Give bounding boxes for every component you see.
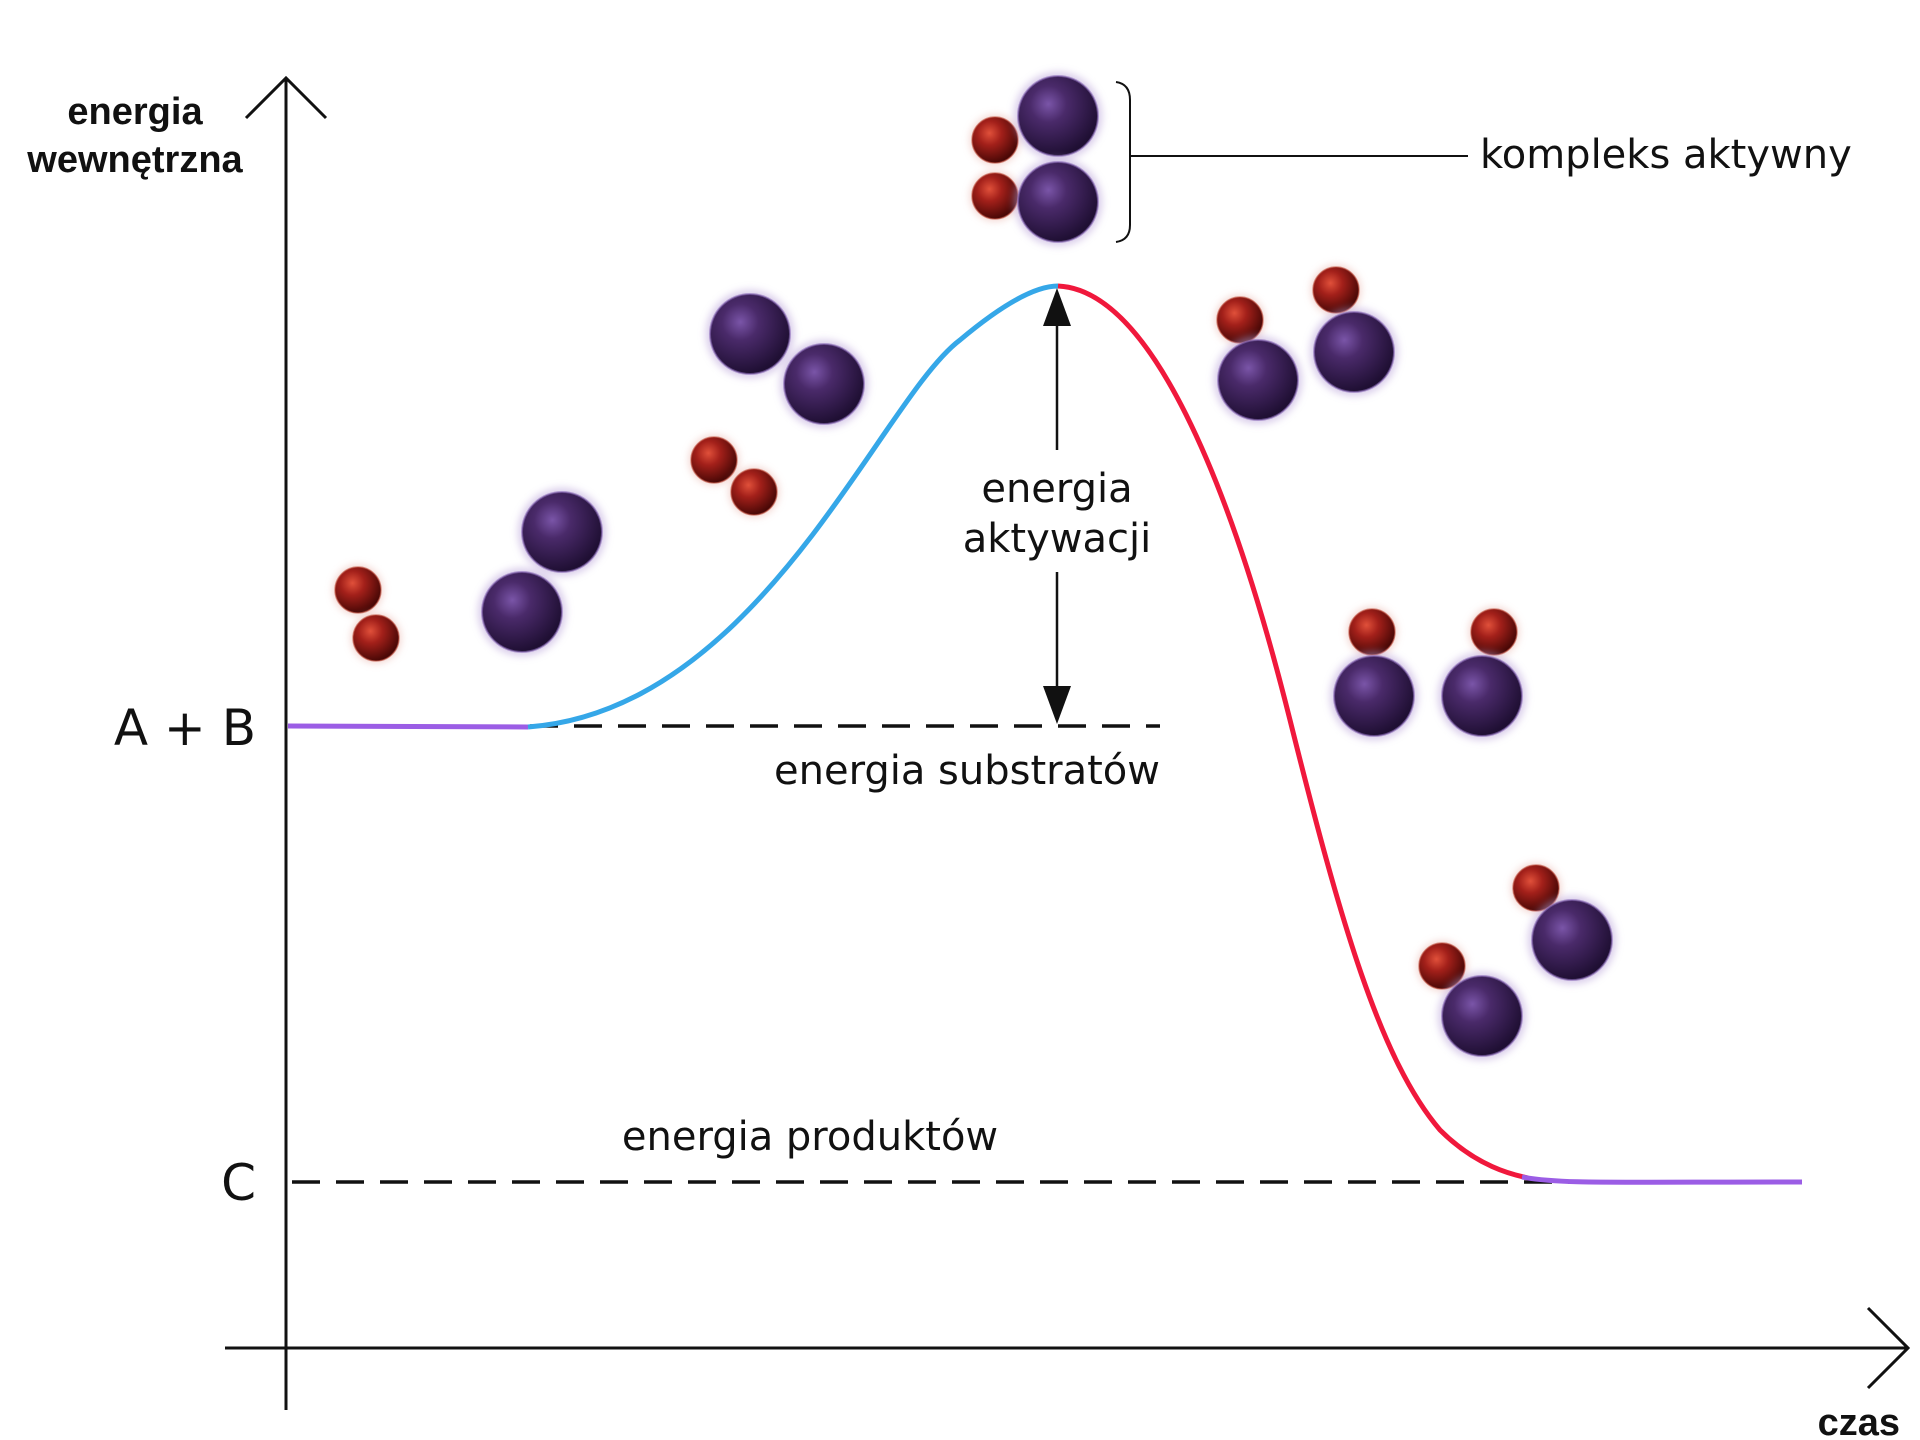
small-atom <box>689 435 739 485</box>
activation-energy-arrow <box>1043 288 1071 724</box>
substrates-energy-label: energia substratów <box>774 748 1160 794</box>
y-axis-label-line1: energia <box>67 91 203 133</box>
arrowhead-down <box>1043 686 1071 724</box>
y-axis-label-line2: wewnętrzna <box>26 139 243 181</box>
small-atom <box>1215 295 1265 345</box>
reactant-b2-molecule-2 <box>689 435 779 517</box>
active-complex-molecule <box>970 72 1102 246</box>
product-ab-molecule-6 <box>1417 941 1526 1060</box>
x-axis <box>225 1306 1911 1390</box>
y-axis <box>244 75 328 1410</box>
large-atom <box>1438 972 1526 1060</box>
product-ab-molecule-1 <box>1214 295 1302 424</box>
molecules-layer <box>333 72 1616 1060</box>
small-atom <box>1469 607 1519 657</box>
x-axis-arrowhead <box>1866 1306 1911 1390</box>
active-complex-bracket <box>1115 81 1468 243</box>
large-atom <box>1528 896 1616 984</box>
x-axis-label: czas <box>1818 1402 1900 1440</box>
product-ab-molecule-2 <box>1310 265 1398 396</box>
large-atom <box>1330 652 1418 740</box>
small-atom <box>1511 863 1561 913</box>
large-atom <box>706 290 794 378</box>
arrowhead-up <box>1043 288 1071 326</box>
large-atom <box>1310 308 1398 396</box>
curve-products-flat <box>1521 1174 1803 1185</box>
activation-energy-label-line2: aktywacji <box>963 516 1151 562</box>
product-ab-molecule-5 <box>1511 863 1616 984</box>
reactant-a2-molecule-2 <box>706 290 868 428</box>
large-atom <box>1014 158 1102 246</box>
y-axis-arrowhead <box>244 75 328 120</box>
product-ab-molecule-3 <box>1330 607 1418 740</box>
small-atom <box>1347 607 1397 657</box>
product-ab-molecule-4 <box>1438 607 1526 740</box>
products-energy-label: energia produktów <box>622 1114 998 1160</box>
activation-energy-label-line1: energia <box>981 466 1132 512</box>
curve-rising-segment <box>527 283 1059 730</box>
large-atom <box>518 488 606 576</box>
large-atom <box>1214 336 1302 424</box>
large-atom <box>478 568 566 656</box>
small-atom <box>729 467 779 517</box>
reactant-a2-molecule-1 <box>478 488 606 656</box>
reactants-level-label: A + B <box>114 699 256 757</box>
large-atom <box>1014 72 1102 160</box>
large-atom <box>780 340 868 428</box>
small-atom <box>333 565 383 615</box>
products-level-label: C <box>221 1154 256 1212</box>
small-atom <box>970 115 1020 165</box>
reactant-b2-molecule-1 <box>333 565 401 663</box>
curve-reactants-flat <box>287 723 529 730</box>
small-atom <box>351 613 401 663</box>
active-complex-label: kompleks aktywny <box>1480 132 1852 178</box>
small-atom <box>1417 941 1467 991</box>
curve-falling-segment <box>1057 283 1529 1181</box>
large-atom <box>1438 652 1526 740</box>
small-atom <box>1311 265 1361 315</box>
small-atom <box>970 171 1020 221</box>
